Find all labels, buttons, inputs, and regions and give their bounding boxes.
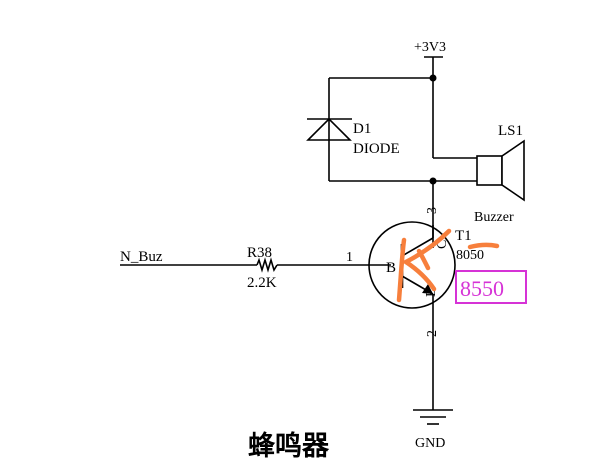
annotation-scribble	[396, 228, 500, 303]
correction-box	[455, 270, 527, 304]
caption-title: 蜂鸣器	[248, 431, 330, 462]
transistor-collector-leg	[401, 237, 434, 257]
ground-label: GND	[415, 436, 445, 451]
junction-dot	[429, 177, 437, 185]
buzzer-horn	[501, 139, 525, 202]
scribble-stroke-vertical	[396, 237, 407, 303]
transistor-ref: T1	[455, 228, 472, 244]
transistor-body	[368, 221, 456, 309]
diode-d1	[306, 78, 352, 181]
scribble-underline	[467, 242, 500, 250]
resistor-value: 2.2K	[247, 275, 277, 291]
transistor-value: 8050	[456, 248, 484, 263]
correction-text: 8550	[460, 276, 504, 301]
power-rail	[329, 56, 477, 159]
scribble-stroke-inner	[416, 248, 431, 271]
input-wiring	[120, 257, 391, 273]
scribble-stroke-lower	[403, 259, 437, 292]
net-label: N_Buz	[120, 249, 163, 265]
diode-value: DIODE	[353, 141, 400, 157]
buzzer-ref: LS1	[498, 123, 523, 139]
diode-ref: D1	[353, 121, 371, 137]
pin-collector-number: 3	[425, 207, 440, 214]
emitter-arrow	[422, 284, 433, 294]
scribble-stroke-upper	[403, 228, 452, 265]
resistor-r38	[256, 257, 278, 273]
junction-dot-top	[429, 74, 437, 82]
pin-base-number: 1	[346, 250, 353, 265]
letter-emitter: E	[424, 288, 439, 297]
letter-base: B	[386, 260, 396, 276]
buzzer-body	[476, 155, 503, 186]
letter-collector: C	[435, 240, 450, 249]
diode-triangle	[306, 117, 352, 141]
buzzer-ls1	[476, 139, 525, 202]
power-label: +3V3	[414, 40, 446, 55]
ground-symbol	[413, 308, 453, 425]
resistor-ref: R38	[247, 245, 272, 261]
buzzer-value: Buzzer	[474, 210, 514, 225]
